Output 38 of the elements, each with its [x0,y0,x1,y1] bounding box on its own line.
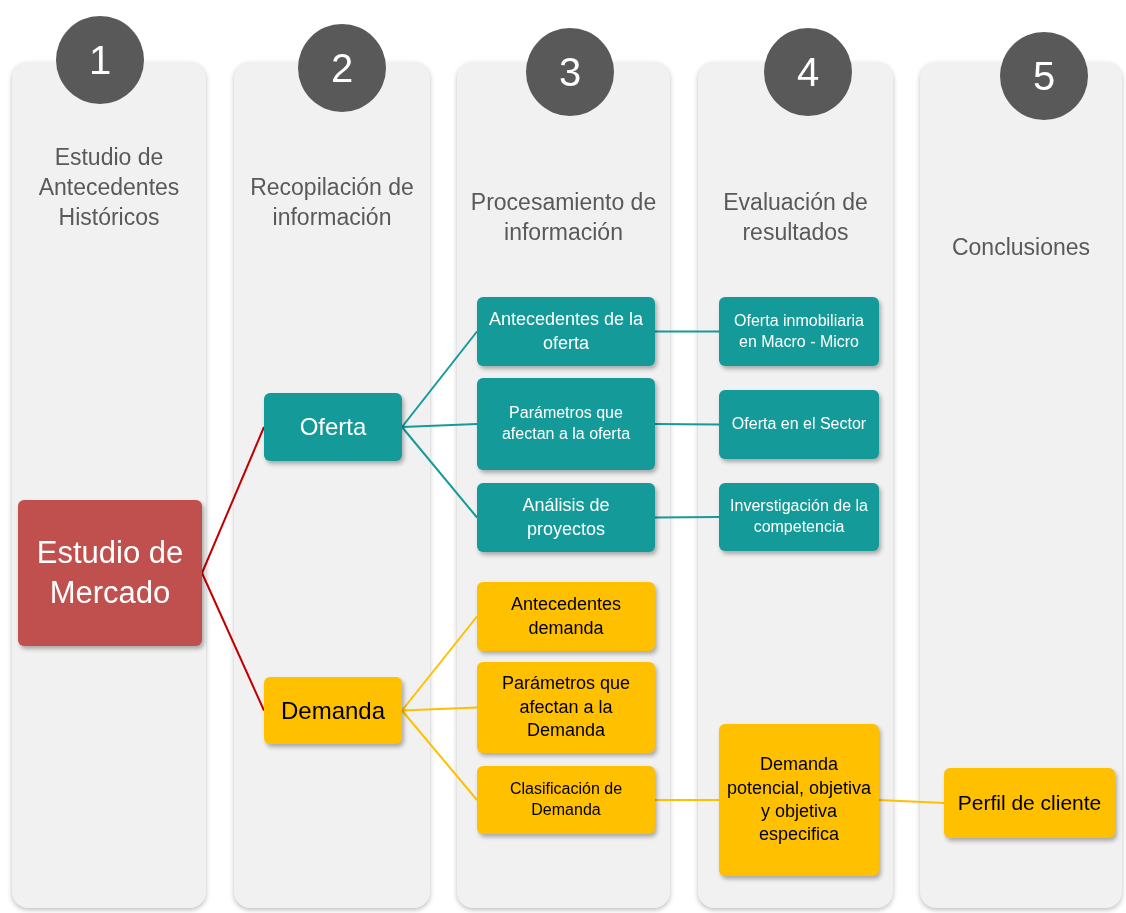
stage-heading: Recopilación de información [249,173,415,232]
connector-line [654,516,720,519]
connector-line [201,426,265,574]
stage-heading: Procesamiento de información [469,188,658,247]
connector-line [654,799,720,801]
process-box: Antecedentes de la oferta [477,297,655,366]
process-box: Parámetros que afectan a la oferta [477,378,655,470]
connector-line [654,423,720,426]
connector-line [401,709,478,801]
connector-line [878,799,945,804]
connector-line [401,615,478,712]
process-box: Oferta en el Sector [719,390,879,459]
connector-line [401,706,478,712]
step-number-circle: 1 [56,16,144,104]
step-number-circle: 5 [1000,32,1088,120]
step-number-circle: 2 [298,24,386,112]
process-box: Oferta [264,393,402,461]
stage-heading: Estudio de Antecedentes Históricos [37,143,181,232]
connector-line [401,330,478,428]
process-box: Demanda potencial, objetiva y objetiva especifica [719,724,879,876]
process-box: Perfil de cliente [944,768,1115,838]
process-box: Antecedentes demanda [477,582,655,651]
process-box: Parámetros que afectan a la Demanda [477,662,655,753]
process-box: Demanda [264,677,402,744]
connector-line [201,572,265,712]
connector-line [654,330,720,333]
process-box: Clasificación de Demanda [477,766,655,834]
process-box: Inverstigación de la competencia [719,483,879,551]
step-number-circle: 3 [526,28,614,116]
process-box: Oferta inmobiliaria en Macro - Micro [719,297,879,366]
stage-column [920,62,1122,908]
connector-line [401,423,478,428]
process-box: Estudio de Mercado [18,500,202,646]
process-box: Análisis de proyectos [477,483,655,552]
stage-heading: Evaluación de resultados [722,188,869,247]
stage-heading: Conclusiones [950,233,1092,262]
step-number-circle: 4 [764,28,852,116]
connector-line [401,426,478,519]
